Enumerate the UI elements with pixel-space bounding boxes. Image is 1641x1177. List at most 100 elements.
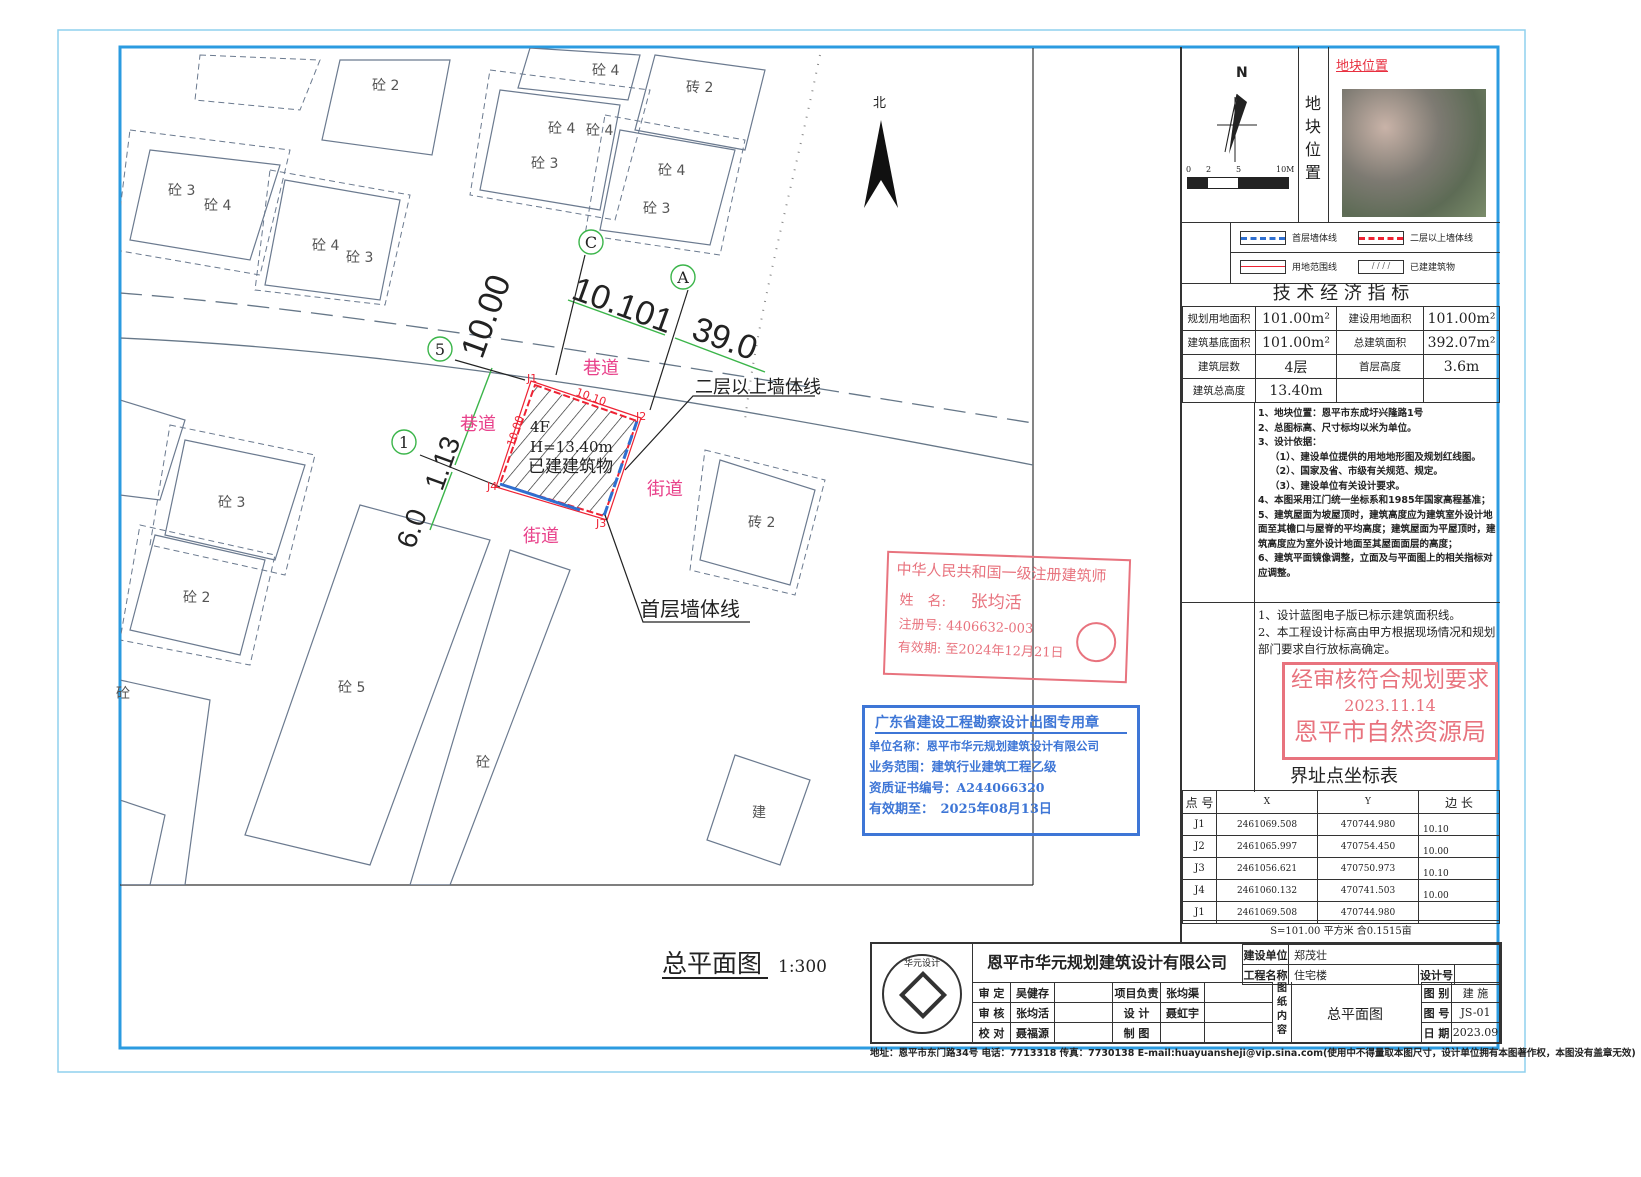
tech-value: 4层 [1255, 354, 1337, 379]
approval-date: 2023.11.14 [1344, 696, 1436, 715]
dimension-label: 6.0 [391, 505, 433, 552]
tech-key: 规划用地面积 [1182, 306, 1256, 331]
coord-x: 2461060.132 [1216, 879, 1318, 902]
building-label: 砖 2 [686, 80, 713, 96]
location-vertical-box: 地块位置 [1298, 47, 1329, 222]
point-id: J4 [1182, 879, 1217, 902]
axis-label: 5 [435, 340, 445, 359]
site-building [495, 380, 642, 521]
building-label: 建 [752, 805, 766, 821]
hatch-swatch: / / / / [1358, 260, 1404, 274]
category-key: 图 别 [1421, 982, 1452, 1003]
drawing-title: 总平面图 [662, 949, 762, 978]
scale-tick: 0 [1186, 165, 1192, 174]
architect-valid: 至2024年12月21日 [945, 641, 1064, 661]
scale-tick: 2 [1206, 165, 1212, 174]
building-label: 砼 3 [346, 250, 373, 266]
road-label: 巷道 [460, 414, 496, 435]
architect-stamp-title: 中华人民共和国一级注册建筑师 [896, 560, 1107, 586]
edge-length: 10.10 [1418, 813, 1500, 836]
signature [1204, 1002, 1273, 1023]
building-label: 砼 3 [531, 156, 558, 172]
north-label: 北 [873, 96, 886, 111]
tech-value: 392.07m² [1423, 330, 1500, 355]
point-id: J1 [1182, 901, 1217, 924]
role: 设 计 [1112, 1002, 1161, 1023]
dimension-label: 39.0 [687, 310, 762, 368]
tech-key: 总建筑面积 [1336, 330, 1424, 355]
coord-x: 2461056.621 [1216, 857, 1318, 880]
coord-x: 2461069.508 [1216, 901, 1318, 924]
client-value: 郑茂壮 [1288, 944, 1500, 965]
point-id: J1 [1182, 813, 1217, 836]
building-label: 砼 3 [168, 183, 195, 199]
company-name: 恩平市华元规划建筑设计有限公司 [972, 944, 1242, 983]
company-logo: 华元设计 [872, 944, 973, 1042]
point-label: J3 [595, 517, 606, 530]
note-line: 2、本工程设计标高由甲方根据现场情况和规划部门要求自行放标高确定。 [1258, 625, 1496, 656]
coord-header: X [1216, 790, 1318, 814]
footer-contact: 地址：恩平市东门路34号 电话：7713318 传真：7730138 E-mai… [870, 1048, 1636, 1059]
extension-lines [419, 254, 689, 488]
architect-reg-key: 注册号: [898, 617, 943, 634]
compass-label: N [1236, 65, 1248, 81]
architect-reg: 4406632-003 [945, 618, 1034, 637]
axis-label: 1 [399, 433, 409, 452]
signer-name: 聂虹宇 [1160, 1002, 1205, 1023]
note-line: 2、总图标高、尺寸标均以米为单位。 [1258, 422, 1417, 434]
point-id: J2 [1182, 835, 1217, 858]
title-block: 华元设计 恩平市华元规划建筑设计有限公司 审 定吴健存项目负责张均渠审 核张均活… [870, 942, 1502, 1044]
signer-name: 聂福源 [1010, 1022, 1055, 1043]
sheet-key: 图 号 [1421, 1002, 1452, 1023]
north-arrow-icon [864, 120, 898, 208]
note-line: 4、本图采用江门统一坐标系和1985年国家高程基准； [1258, 495, 1491, 506]
content-key: 图纸内容 [1272, 982, 1292, 1042]
road-label: 巷道 [583, 358, 619, 379]
note-line: （1）、建设单位提供的用地地形图及规划红线图。 [1270, 451, 1481, 463]
aerial-photo [1342, 89, 1486, 217]
note-line: 1、地块位置：恩平市东成圩兴隆路1号 [1258, 408, 1424, 419]
scale-tick: 5 [1236, 165, 1242, 174]
point-label: J1 [526, 372, 537, 385]
edge-length: 10.00 [1418, 879, 1500, 902]
signature [1204, 982, 1273, 1003]
drawing-scale: 1:300 [778, 957, 827, 977]
scale-bar [1187, 177, 1289, 189]
coord-y: 470741.503 [1317, 879, 1419, 902]
role: 制 图 [1112, 1022, 1161, 1043]
signature [1054, 1022, 1113, 1043]
note-line: 5、建筑屋面为坡屋顶时，建筑高度应为建筑室外设计地面至其檐口与屋脊的平均高度；建… [1258, 509, 1496, 550]
coord-header: Y [1317, 790, 1419, 814]
role: 审 核 [972, 1002, 1011, 1023]
ground-wall-leader-label: 首层墙体线 [640, 597, 740, 621]
tech-value: 13.40m [1255, 378, 1337, 403]
note-line: （2）、国家及省、市级有关规范、规定。 [1270, 466, 1443, 477]
client-key: 建设单位 [1242, 944, 1289, 965]
signature [1054, 982, 1113, 1003]
design-stamp-line: 资质证书编号：A244066320 [869, 780, 1045, 795]
note-line: 1、设计蓝图电子版已标示建筑面积线。 [1258, 608, 1461, 622]
signature [1054, 1002, 1113, 1023]
coord-x: 2461069.508 [1216, 813, 1318, 836]
coord-table-title: 界址点坐标表 [1290, 766, 1398, 787]
building-label: 砼 3 [218, 495, 245, 511]
logo-text: 华元设计 [882, 954, 962, 1034]
building-label: 砼 [116, 686, 130, 702]
architect-stamp: 中华人民共和国一级注册建筑师 姓 名: 张均活 注册号: 4406632-003… [882, 550, 1132, 684]
building-label: 砼 3 [643, 201, 670, 217]
design-stamp-title: 广东省建设工程勘察设计出图专用章 [875, 712, 1127, 734]
dimension-label: 1.13 [419, 432, 467, 494]
road-edge [121, 337, 1033, 466]
tech-value [1423, 378, 1500, 403]
neighbor-labels: 砼 2 砼 4 砖 2 砼 3 砼 4 砼 4 砼 4 砼 3 砼 4 砼 3 … [116, 63, 775, 821]
coord-x: 2461065.997 [1216, 835, 1318, 858]
building-label: 砼 2 [372, 78, 399, 94]
